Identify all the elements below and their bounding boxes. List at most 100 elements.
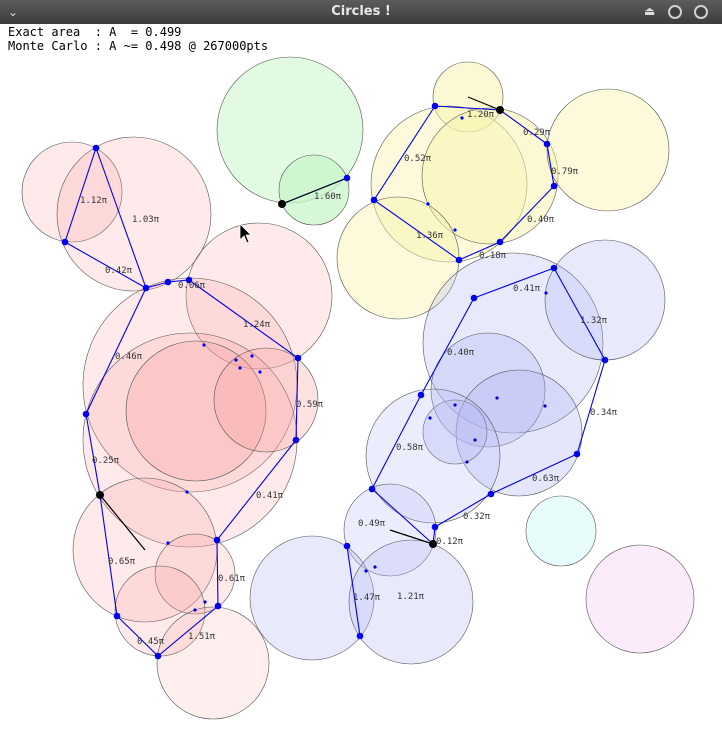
- boundary-node-8[interactable]: [214, 602, 222, 610]
- arc-label-13: 1.60π: [314, 192, 342, 202]
- intersection-dot-1: [250, 354, 254, 358]
- boundary-node-22[interactable]: [573, 450, 581, 458]
- montecarlo-text: Monte Carlo : A ~= 0.498 @ 267000pts: [8, 39, 269, 53]
- boundary-node-20[interactable]: [550, 264, 558, 272]
- circle-26[interactable]: [348, 539, 474, 665]
- arc-label-14: 1.20π: [467, 110, 495, 120]
- arc-label-31: 1.21π: [397, 592, 425, 602]
- boundary-node-23[interactable]: [487, 490, 495, 498]
- intersection-dot-16: [543, 404, 547, 408]
- arc-label-15: 0.29π: [523, 128, 551, 138]
- arc-label-2: 0.42π: [105, 266, 133, 276]
- arc-label-8: 0.41π: [256, 491, 284, 501]
- shade-icon[interactable]: ⏏: [644, 4, 656, 18]
- arc-label-29: 0.12π: [436, 537, 464, 547]
- minimize-icon[interactable]: [668, 5, 682, 19]
- boundary-node-16[interactable]: [496, 238, 504, 246]
- arc-label-28: 0.49π: [358, 519, 386, 529]
- arc-label-19: 1.36π: [416, 231, 444, 241]
- radius-line-3: [389, 529, 434, 545]
- boundary-node-4[interactable]: [185, 276, 193, 284]
- arc-label-22: 1.32π: [580, 316, 608, 326]
- boundary-node-21[interactable]: [601, 356, 609, 364]
- boundary-node-5[interactable]: [294, 354, 302, 362]
- boundary-nodes[interactable]: [61, 102, 609, 660]
- circle-6[interactable]: [213, 347, 319, 453]
- boundary-node-25[interactable]: [368, 485, 376, 493]
- arc-label-26: 0.63π: [532, 474, 560, 484]
- boundary-node-13[interactable]: [431, 102, 439, 110]
- circle-5[interactable]: [125, 340, 267, 482]
- boundary-path-4: [371, 267, 606, 546]
- circle-15[interactable]: [421, 107, 559, 245]
- pivot-handle-0[interactable]: [96, 491, 104, 499]
- boundary-edges: [64, 105, 606, 657]
- boundary-node-6[interactable]: [292, 436, 300, 444]
- circle-21[interactable]: [455, 369, 583, 497]
- boundary-node-24[interactable]: [431, 523, 439, 531]
- intersection-dot-17: [428, 416, 432, 420]
- intersection-dot-7: [193, 608, 197, 612]
- radius-handles[interactable]: [96, 96, 504, 551]
- intersection-dot-20: [364, 569, 368, 573]
- boundary-node-27[interactable]: [343, 542, 351, 550]
- boundary-node-11[interactable]: [82, 410, 90, 418]
- close-icon[interactable]: [694, 5, 708, 19]
- circle-2[interactable]: [185, 222, 333, 370]
- arc-labels: 1.12π1.03π0.42π0.06π1.24π0.46π0.59π0.25π…: [80, 110, 618, 647]
- boundary-node-15[interactable]: [550, 182, 558, 190]
- arc-label-4: 1.24π: [243, 320, 271, 330]
- circle-18[interactable]: [422, 252, 604, 434]
- title-bar[interactable]: ⌄ Circles ! ⏏: [0, 0, 722, 24]
- boundary-node-19[interactable]: [470, 294, 478, 302]
- circle-0[interactable]: [21, 141, 123, 243]
- intersection-dot-12: [544, 291, 548, 295]
- arc-label-5: 0.46π: [115, 352, 143, 362]
- intersection-dot-9: [460, 116, 464, 120]
- intersection-dot-18: [473, 438, 477, 442]
- intersection-dot-4: [202, 343, 206, 347]
- intersection-dot-11: [453, 228, 457, 232]
- circles-svg[interactable]: 1.12π1.03π0.42π0.06π1.24π0.46π0.59π0.25π…: [0, 24, 722, 745]
- arc-label-18: 0.40π: [527, 215, 555, 225]
- pivot-handle-3[interactable]: [429, 540, 437, 548]
- circle-8[interactable]: [154, 533, 236, 615]
- radius-line-2: [467, 96, 501, 111]
- pivot-handle-1[interactable]: [278, 200, 286, 208]
- boundary-node-14[interactable]: [543, 140, 551, 148]
- boundary-node-2[interactable]: [142, 284, 150, 292]
- arc-label-21: 0.41π: [513, 284, 541, 294]
- boundary-node-1[interactable]: [61, 238, 69, 246]
- circle-20[interactable]: [430, 332, 546, 448]
- circle-23[interactable]: [365, 388, 501, 524]
- circle-12[interactable]: [278, 154, 350, 226]
- circle-28[interactable]: [585, 544, 695, 654]
- boundary-node-9[interactable]: [154, 652, 162, 660]
- circle-27[interactable]: [525, 495, 597, 567]
- arc-label-16: 0.52π: [404, 154, 432, 164]
- boundary-node-10[interactable]: [113, 612, 121, 620]
- circle-16[interactable]: [546, 88, 670, 212]
- boundary-node-17[interactable]: [455, 256, 463, 264]
- boundary-node-28[interactable]: [356, 632, 364, 640]
- circle-10[interactable]: [156, 606, 270, 720]
- boundary-node-18[interactable]: [370, 196, 378, 204]
- circle-25[interactable]: [249, 535, 375, 661]
- boundary-node-7[interactable]: [213, 536, 221, 544]
- boundary-node-0[interactable]: [92, 144, 100, 152]
- boundary-node-26[interactable]: [417, 391, 425, 399]
- arc-label-0: 1.12π: [80, 196, 108, 206]
- arc-label-24: 0.34π: [590, 408, 618, 418]
- arc-label-17: 0.79π: [551, 167, 579, 177]
- circle-19[interactable]: [544, 239, 666, 361]
- boundary-node-12[interactable]: [343, 174, 351, 182]
- intersection-dot-8: [203, 600, 207, 604]
- circle-22[interactable]: [422, 399, 488, 465]
- radius-line-1: [281, 177, 348, 205]
- chevron-down-icon[interactable]: ⌄: [8, 5, 19, 19]
- pivot-handle-2[interactable]: [496, 106, 504, 114]
- boundary-node-3[interactable]: [164, 278, 172, 286]
- circle-1[interactable]: [56, 136, 212, 292]
- intersection-dot-15: [495, 396, 499, 400]
